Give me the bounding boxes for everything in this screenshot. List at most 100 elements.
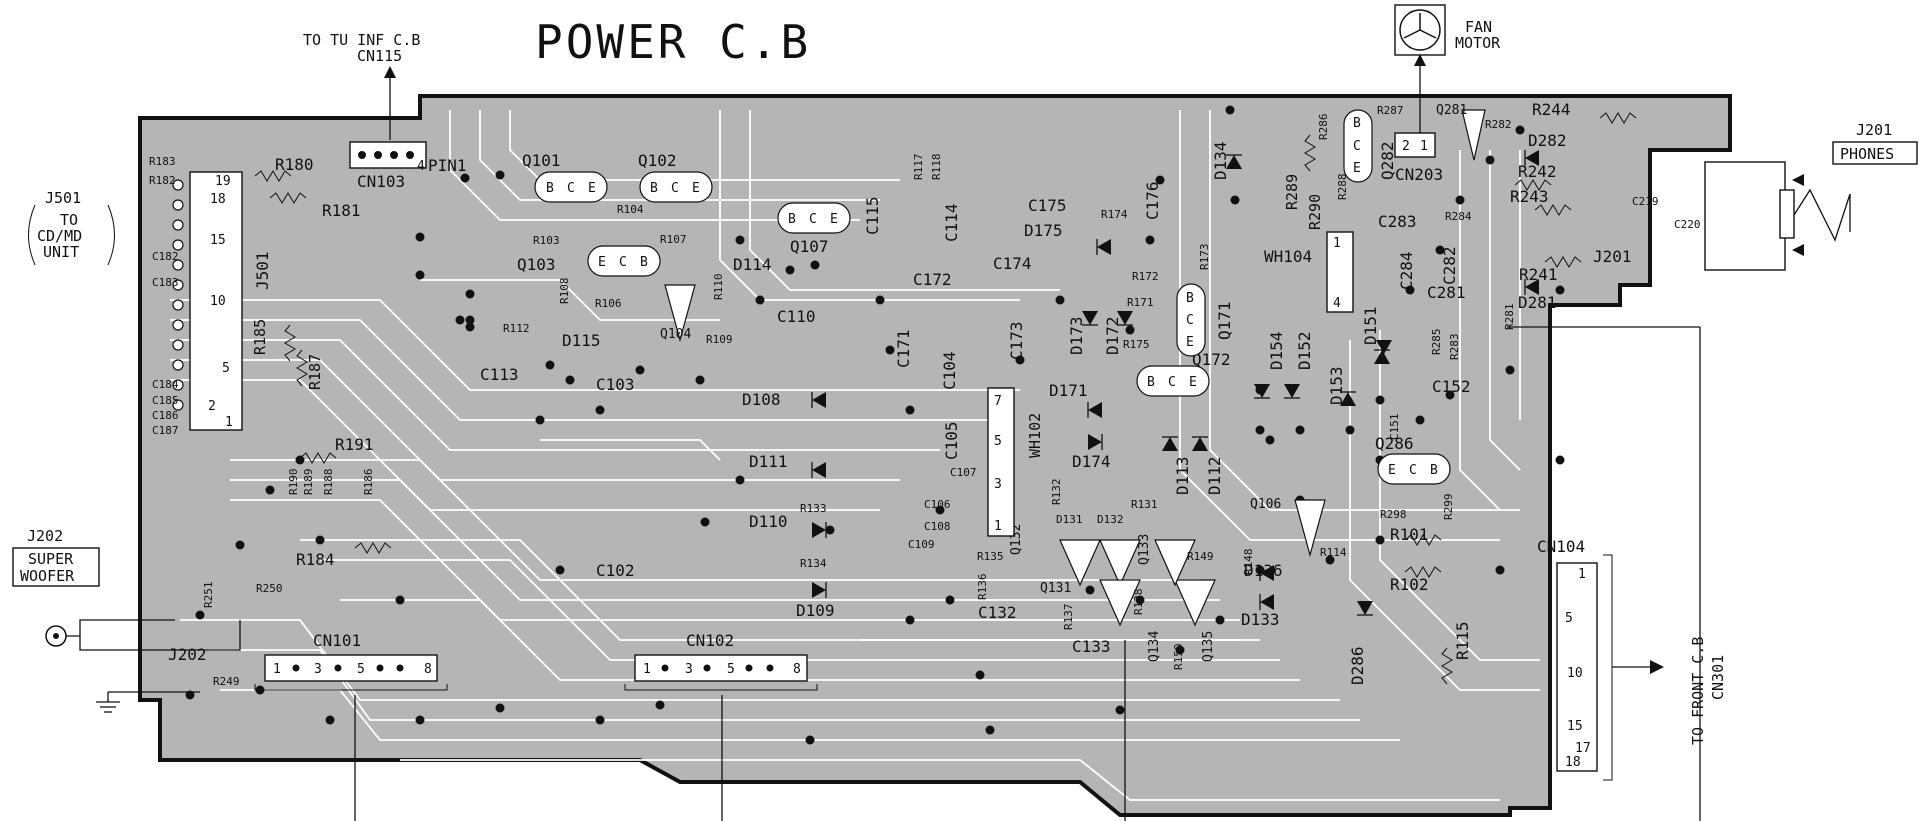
q104-package bbox=[664, 284, 696, 343]
d153-label: D153 bbox=[1327, 366, 1346, 405]
c115-label: C115 bbox=[863, 196, 882, 235]
c105-label: C105 bbox=[942, 421, 961, 460]
j501-connector bbox=[189, 171, 243, 431]
q102-label: Q102 bbox=[638, 151, 677, 170]
svg-text:C: C bbox=[671, 181, 679, 196]
r287-label: R287 bbox=[1377, 104, 1404, 117]
svg-text:C: C bbox=[1186, 313, 1194, 328]
d172-label: D172 bbox=[1103, 316, 1122, 355]
svg-text:B: B bbox=[1430, 463, 1438, 478]
cn102-pin3: 3 bbox=[685, 662, 693, 677]
svg-text:E: E bbox=[588, 181, 596, 196]
r115-label: R115 bbox=[1453, 621, 1472, 660]
wh102-pin3: 3 bbox=[994, 477, 1002, 492]
r186-label: R186 bbox=[362, 469, 375, 496]
q286-label: Q286 bbox=[1375, 434, 1414, 453]
svg-text:C: C bbox=[1409, 463, 1417, 478]
svg-text:E: E bbox=[692, 181, 700, 196]
c185-label: C185 bbox=[152, 394, 179, 407]
q132-package bbox=[1099, 539, 1141, 587]
c182-label: C182 bbox=[152, 250, 179, 263]
c176-label: C176 bbox=[1143, 181, 1162, 220]
q106-label: Q106 bbox=[1250, 497, 1281, 512]
c183-label: C183 bbox=[152, 276, 179, 289]
d114-label: D114 bbox=[733, 255, 772, 274]
j501-board-label: J501 bbox=[253, 251, 272, 290]
svg-text:B: B bbox=[788, 212, 796, 227]
r288-label: R288 bbox=[1336, 174, 1349, 201]
svg-text:E: E bbox=[830, 212, 838, 227]
r108-label: R108 bbox=[558, 278, 571, 305]
cn102-pin8: 8 bbox=[793, 662, 801, 677]
cn101-connector bbox=[264, 654, 438, 682]
q106-package bbox=[1294, 499, 1326, 558]
j501-pin18: 18 bbox=[210, 192, 226, 207]
svg-text:E: E bbox=[1189, 375, 1197, 390]
cn203-connector bbox=[1394, 132, 1436, 158]
c282-label: C282 bbox=[1440, 246, 1459, 285]
wh102-label: WH102 bbox=[1026, 413, 1044, 458]
j202-board-label: J202 bbox=[168, 645, 207, 664]
cn102-pin5: 5 bbox=[727, 662, 735, 677]
r109-label: R109 bbox=[706, 333, 733, 346]
svg-text:C: C bbox=[619, 255, 627, 270]
svg-text:C: C bbox=[567, 181, 575, 196]
wh104-label: WH104 bbox=[1264, 247, 1312, 266]
c106-label: C106 bbox=[924, 498, 951, 511]
r148-label: R148 bbox=[1242, 549, 1255, 576]
c113-label: C113 bbox=[480, 365, 519, 384]
r174-label: R174 bbox=[1101, 208, 1128, 221]
c109-label: C109 bbox=[908, 538, 935, 551]
svg-text:B: B bbox=[1353, 116, 1361, 131]
c133-label: C133 bbox=[1072, 637, 1111, 656]
q135-label: Q135 bbox=[1201, 631, 1216, 662]
r298-label: R298 bbox=[1380, 508, 1407, 521]
r187-label: R187 bbox=[306, 354, 324, 390]
c220-label: C220 bbox=[1674, 218, 1701, 231]
cn104-pin15: 15 bbox=[1567, 719, 1583, 734]
svg-text:B: B bbox=[640, 255, 648, 270]
svg-text:C: C bbox=[1168, 375, 1176, 390]
r110-label: R110 bbox=[712, 274, 725, 301]
cn104-pin1: 1 bbox=[1578, 567, 1586, 582]
c110-label: C110 bbox=[777, 307, 816, 326]
r184-label: R184 bbox=[296, 550, 335, 569]
svg-text:B: B bbox=[650, 181, 658, 196]
r241-label: R241 bbox=[1519, 265, 1558, 284]
fan-label: FAN bbox=[1465, 18, 1492, 36]
r131-label: R131 bbox=[1131, 498, 1158, 511]
cn104-pin17: 17 bbox=[1575, 741, 1591, 756]
c172-label: C172 bbox=[913, 270, 952, 289]
cn104-connector bbox=[1556, 562, 1598, 772]
r171-label: R171 bbox=[1127, 296, 1154, 309]
r242-label: R242 bbox=[1518, 162, 1557, 181]
r172-label: R172 bbox=[1132, 270, 1159, 283]
d175-label: D175 bbox=[1024, 221, 1063, 240]
cn104-pin10: 10 bbox=[1567, 666, 1583, 681]
r134-label: R134 bbox=[800, 557, 827, 570]
motor-label: MOTOR bbox=[1455, 34, 1501, 52]
c132-label: C132 bbox=[978, 603, 1017, 622]
c174-label: C174 bbox=[993, 254, 1032, 273]
r118-label: R118 bbox=[930, 154, 943, 181]
cn101-pin8: 8 bbox=[424, 662, 432, 677]
d152-label: D152 bbox=[1295, 331, 1314, 370]
r285-label: R285 bbox=[1430, 329, 1443, 356]
cn101-pin3: 3 bbox=[314, 662, 322, 677]
q171-package: B C E bbox=[1176, 283, 1206, 357]
q135-package bbox=[1174, 579, 1216, 627]
r244-label: R244 bbox=[1532, 100, 1571, 119]
d174-label: D174 bbox=[1072, 452, 1111, 471]
wh102-pin5: 5 bbox=[994, 434, 1002, 449]
c173-label: C173 bbox=[1007, 321, 1026, 360]
super-woofer-box bbox=[12, 547, 100, 587]
r132-label: R132 bbox=[1050, 479, 1063, 506]
svg-text:B: B bbox=[546, 181, 554, 196]
j501-pin19: 19 bbox=[215, 174, 231, 189]
r114-label: R114 bbox=[1320, 546, 1347, 559]
r104-label: R104 bbox=[617, 203, 644, 216]
pin1-label: PIN1 bbox=[428, 156, 467, 175]
r188-label: R188 bbox=[322, 469, 335, 496]
ground-icon bbox=[96, 691, 200, 713]
j201-board-label: J201 bbox=[1593, 247, 1632, 266]
